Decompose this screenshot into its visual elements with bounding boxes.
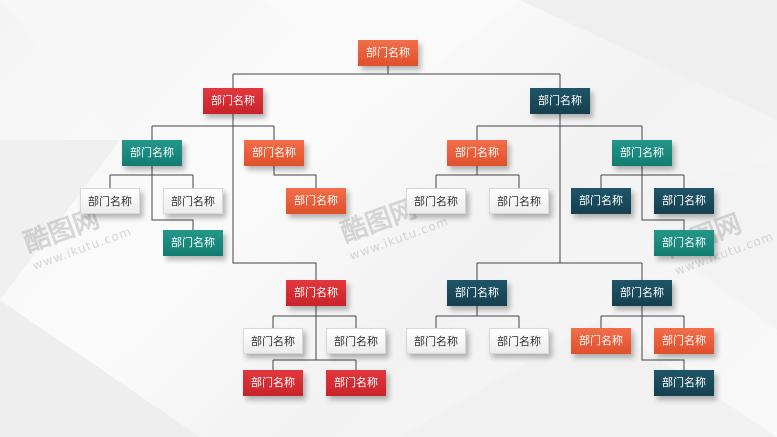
org-node[interactable]: 部门名称	[654, 370, 714, 396]
org-node[interactable]: 部门名称	[406, 188, 466, 214]
org-node[interactable]: 部门名称	[243, 328, 303, 354]
org-node[interactable]: 部门名称	[612, 280, 672, 306]
org-node[interactable]: 部门名称	[406, 328, 466, 354]
org-node[interactable]: 部门名称	[358, 40, 418, 66]
org-node[interactable]: 部门名称	[80, 188, 140, 214]
org-node[interactable]: 部门名称	[326, 328, 386, 354]
org-node[interactable]: 部门名称	[286, 188, 346, 214]
org-node[interactable]: 部门名称	[286, 280, 346, 306]
org-node[interactable]: 部门名称	[243, 370, 303, 396]
org-node[interactable]: 部门名称	[612, 140, 672, 166]
org-node[interactable]: 部门名称	[163, 230, 223, 256]
org-node[interactable]: 部门名称	[571, 188, 631, 214]
org-node[interactable]: 部门名称	[571, 328, 631, 354]
org-node[interactable]: 部门名称	[163, 188, 223, 214]
org-node[interactable]: 部门名称	[244, 140, 304, 166]
org-node[interactable]: 部门名称	[654, 328, 714, 354]
org-node[interactable]: 部门名称	[203, 88, 263, 114]
org-node[interactable]: 部门名称	[447, 280, 507, 306]
org-node[interactable]: 部门名称	[530, 88, 590, 114]
org-node[interactable]: 部门名称	[122, 140, 182, 166]
org-node[interactable]: 部门名称	[489, 328, 549, 354]
org-node[interactable]: 部门名称	[654, 188, 714, 214]
org-node[interactable]: 部门名称	[326, 370, 386, 396]
org-node[interactable]: 部门名称	[489, 188, 549, 214]
org-node[interactable]: 部门名称	[654, 230, 714, 256]
org-node[interactable]: 部门名称	[447, 140, 507, 166]
